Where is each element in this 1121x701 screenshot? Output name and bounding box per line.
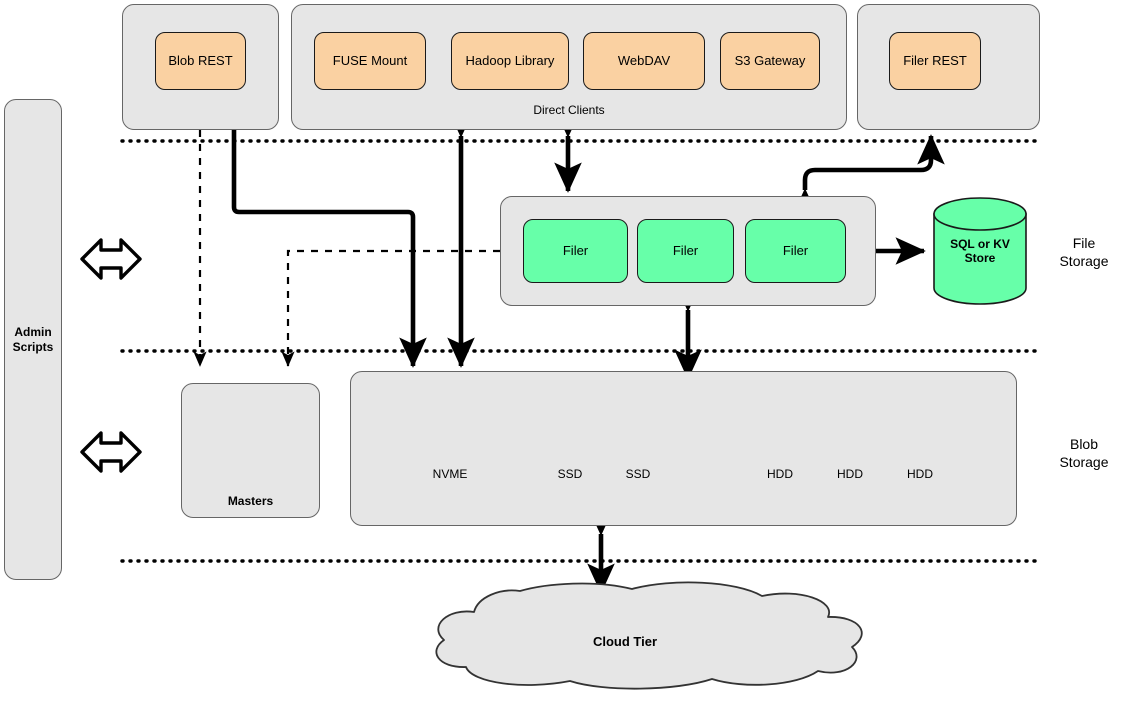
masters-label: Masters — [227, 494, 274, 508]
masters-group — [181, 383, 320, 518]
filer-node-2[interactable]: Filer — [637, 219, 734, 283]
admin-arrow-blob — [80, 431, 142, 473]
file-storage-label-line2: Storage — [1059, 252, 1109, 269]
admin-arrow-file — [80, 238, 142, 280]
filer-node-1[interactable]: Filer — [523, 219, 628, 283]
client-blob-rest[interactable]: Blob REST — [155, 32, 246, 90]
blob-storage-label-line2: Storage — [1059, 453, 1109, 470]
cloud-tier-label: Cloud Tier — [592, 634, 658, 649]
metastore-label-line2: Store — [964, 251, 996, 265]
blob-storage-side-label: Blob Storage — [1050, 436, 1118, 471]
file-storage-label-line1: File — [1072, 235, 1096, 251]
client-s3-gateway[interactable]: S3 Gateway — [720, 32, 820, 90]
client-filer-rest[interactable]: Filer REST — [889, 32, 981, 90]
admin-scripts-label-line2: Scripts — [12, 339, 54, 354]
client-hadoop-library[interactable]: Hadoop Library — [451, 32, 569, 90]
admin-scripts-box[interactable]: Admin Scripts — [4, 99, 62, 580]
file-storage-side-label: File Storage — [1050, 235, 1118, 270]
link-filer-masters-dashed — [281, 249, 500, 367]
metastore-cylinder — [933, 197, 1027, 305]
link-filerrest-filers — [791, 134, 945, 219]
direct-clients-caption: Direct Clients — [533, 103, 605, 117]
client-webdav[interactable]: WebDAV — [583, 32, 705, 90]
metastore-label: SQL or KV Store — [930, 237, 1030, 265]
volume-servers-group — [350, 371, 1017, 526]
filer-node-3[interactable]: Filer — [745, 219, 846, 283]
client-fuse-mount[interactable]: FUSE Mount — [314, 32, 426, 90]
blob-storage-label-line1: Blob — [1069, 436, 1099, 452]
link-blobrest-volumes — [231, 130, 427, 368]
admin-scripts-label-line1: Admin — [14, 325, 52, 340]
metastore-label-line1: SQL or KV — [950, 237, 1010, 251]
